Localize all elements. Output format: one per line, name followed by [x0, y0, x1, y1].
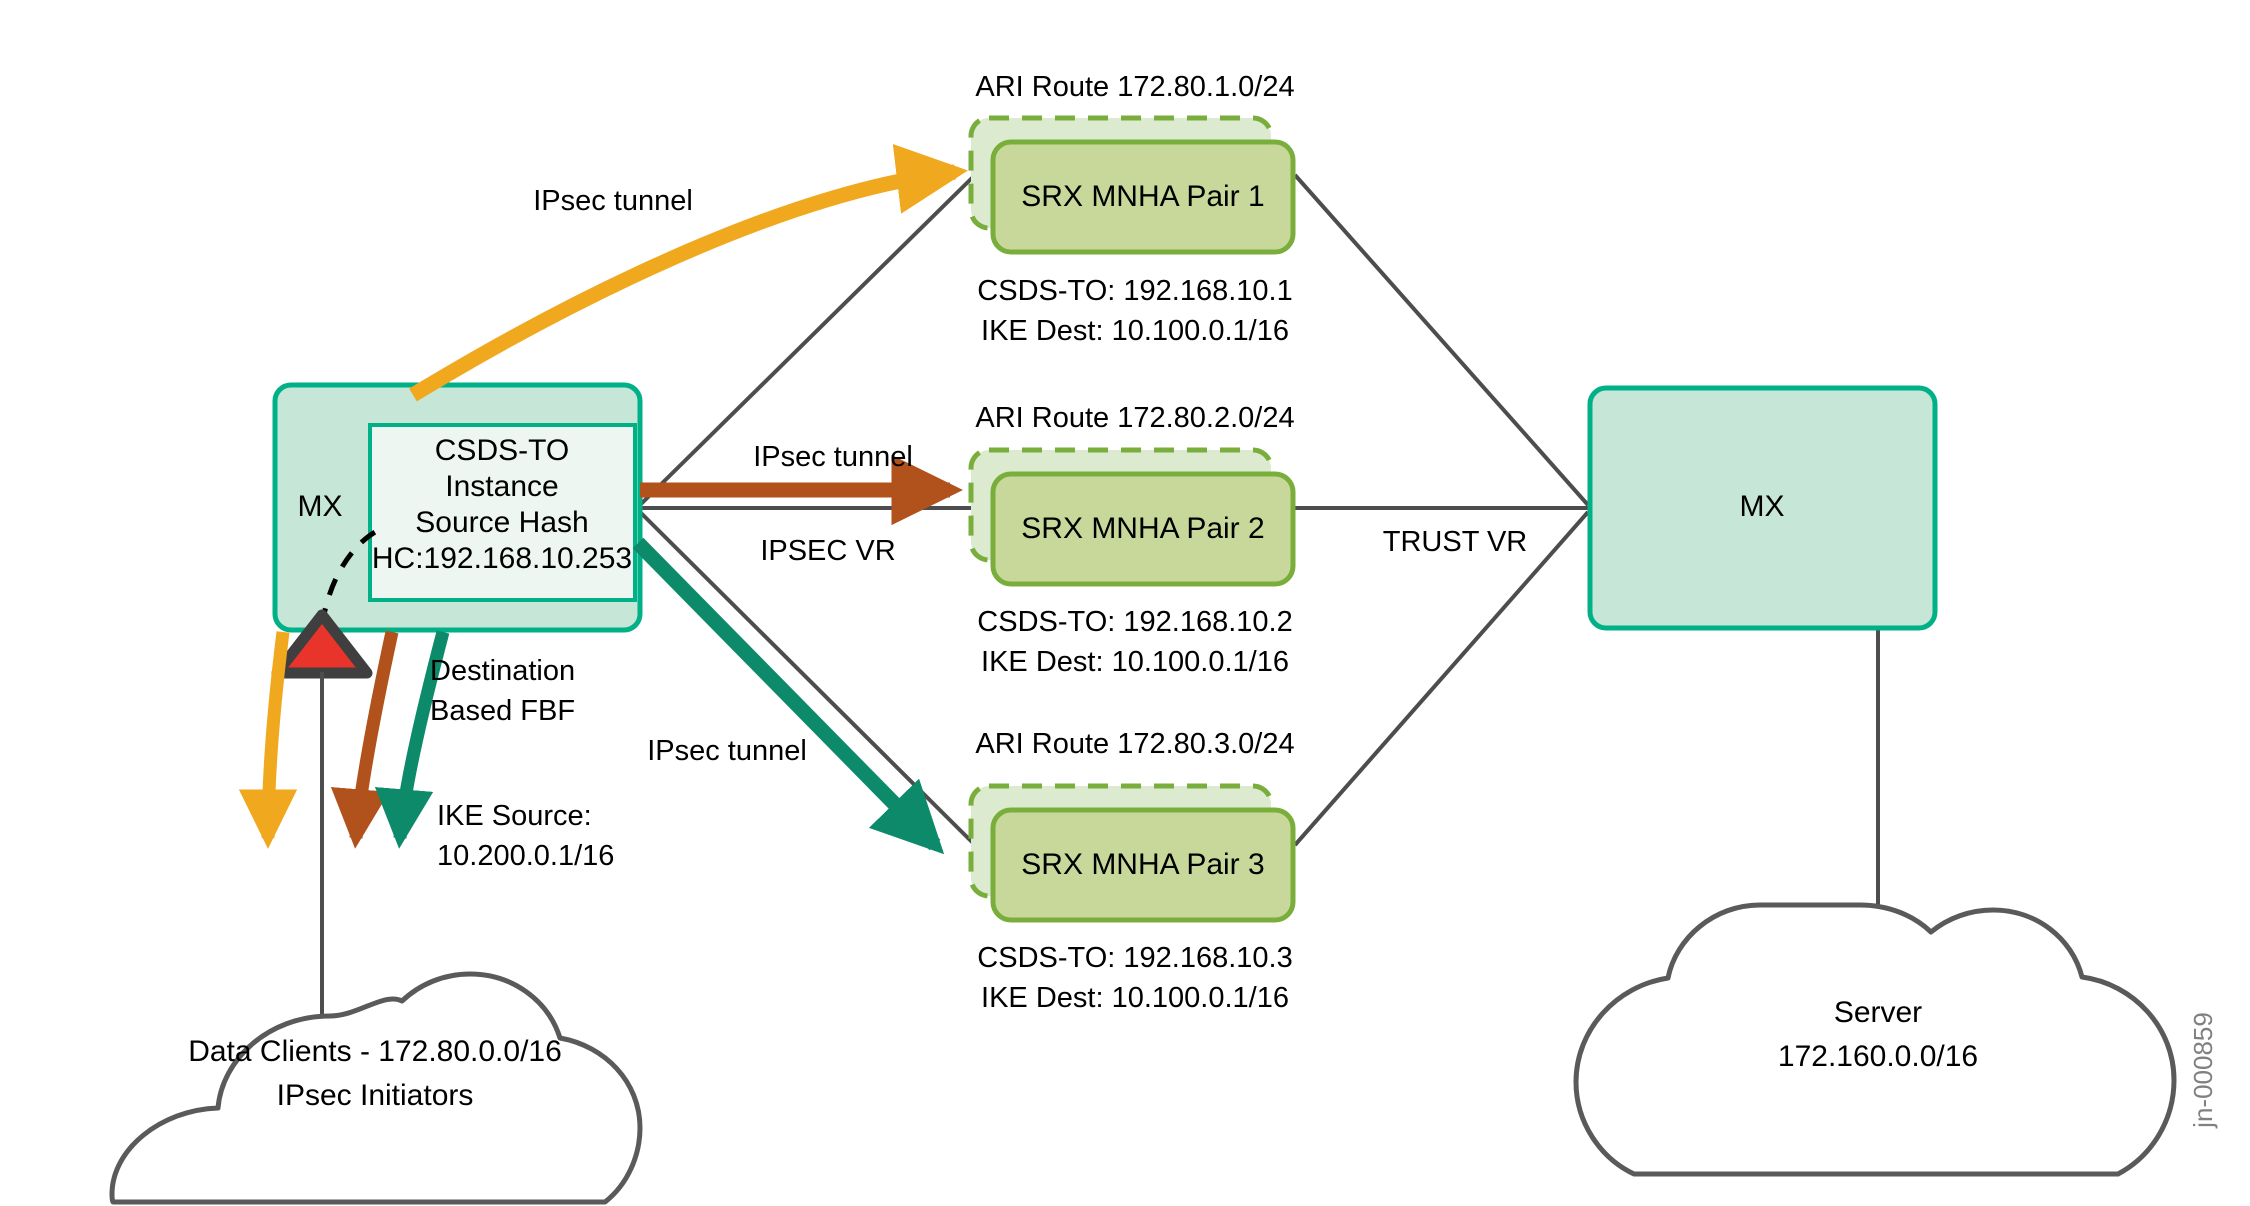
csds-to-line4: HC:192.168.10.253 [372, 542, 632, 575]
csds-to-line2: Instance [445, 470, 558, 503]
trust-vr-label: TRUST VR [1383, 526, 1527, 558]
link-srx1-mxright [1293, 173, 1590, 507]
server-line1: Server [1834, 996, 1922, 1029]
flow-amber-down [238, 631, 298, 849]
srx-pair-1-csds-to: CSDS-TO: 192.168.10.1 [977, 275, 1292, 307]
data-clients-line2: IPsec Initiators [277, 1079, 474, 1112]
srx-pair-3-label: SRX MNHA Pair 3 [1021, 848, 1264, 881]
srx-pair-1-front-card [990, 139, 1296, 255]
srx-pair-2-node[interactable]: ARI Route 172.80.2.0/24 SRX MNHA Pair 2 … [968, 402, 1296, 678]
ike-source-line1: IKE Source: [437, 800, 592, 832]
srx-pair-3-ike-dest: IKE Dest: 10.100.0.1/16 [981, 982, 1289, 1014]
mx-left-node[interactable]: MX CSDS-TO Instance Source Hash HC:192.1… [272, 382, 643, 633]
csds-to-line1: CSDS-TO [435, 434, 569, 467]
srx-pair-3-front-card [990, 807, 1296, 923]
srx-pair-2-ari-route: ARI Route 172.80.2.0/24 [975, 402, 1294, 434]
links-right-fan [1293, 173, 1590, 847]
mx-right-node[interactable]: MX [1587, 385, 1938, 631]
csds-to-instance-box [368, 423, 637, 602]
srx-pair-1-ike-dest: IKE Dest: 10.100.0.1/16 [981, 315, 1289, 347]
ike-source-line2: 10.200.0.1/16 [437, 840, 614, 872]
tunnel-arrow-pair1 [409, 144, 968, 402]
watermark-id: jn-000859 [2188, 1012, 2218, 1129]
tunnel-arrow-pair3 [632, 537, 945, 855]
fbf-annotation-line1: Destination [430, 655, 575, 687]
data-clients-cloud: Data Clients - 172.80.0.0/16 IPsec Initi… [109, 971, 643, 1205]
srx-pair-2-csds-to: CSDS-TO: 192.168.10.2 [977, 606, 1292, 638]
link-srx3-mxright [1293, 510, 1590, 847]
srx-pair-1-node[interactable]: ARI Route 172.80.1.0/24 SRX MNHA Pair 1 … [968, 71, 1296, 347]
server-cloud: Server 172.160.0.0/16 [1573, 902, 2177, 1177]
link-mxleft-srx1 [638, 173, 977, 507]
srx-pair-2-ike-dest: IKE Dest: 10.100.0.1/16 [981, 646, 1289, 678]
tunnel-label-top: IPsec tunnel [533, 185, 693, 217]
ipsec-vr-label: IPSEC VR [760, 535, 895, 567]
flow-brown-down [330, 630, 399, 849]
srx-pair-3-csds-to: CSDS-TO: 192.168.10.3 [977, 942, 1292, 974]
srx-pair-2-front-card [990, 471, 1296, 587]
srx-pair-1-ari-route: ARI Route 172.80.1.0/24 [975, 71, 1294, 103]
srx-pair-2-label: SRX MNHA Pair 2 [1021, 512, 1264, 545]
csds-to-line3: Source Hash [415, 506, 588, 539]
srx-pair-1-label: SRX MNHA Pair 1 [1021, 180, 1264, 213]
srx-pair-3-node[interactable]: ARI Route 172.80.3.0/24 SRX MNHA Pair 3 … [968, 728, 1296, 1014]
mx-right-label: MX [1740, 490, 1785, 523]
tunnel-label-middle: IPsec tunnel [753, 441, 913, 473]
flow-teal-down [374, 630, 450, 849]
mx-left-label: MX [298, 490, 343, 523]
tunnel-label-bottom: IPsec tunnel [647, 735, 807, 767]
mx-right-box [1587, 385, 1938, 631]
fbf-annotation-line2: Based FBF [430, 695, 575, 727]
srx-pair-3-ari-route: ARI Route 172.80.3.0/24 [975, 728, 1294, 760]
data-clients-line1: Data Clients - 172.80.0.0/16 [188, 1035, 562, 1068]
fbf-dashed-curve [319, 525, 385, 626]
server-line2: 172.160.0.0/16 [1778, 1040, 1978, 1073]
